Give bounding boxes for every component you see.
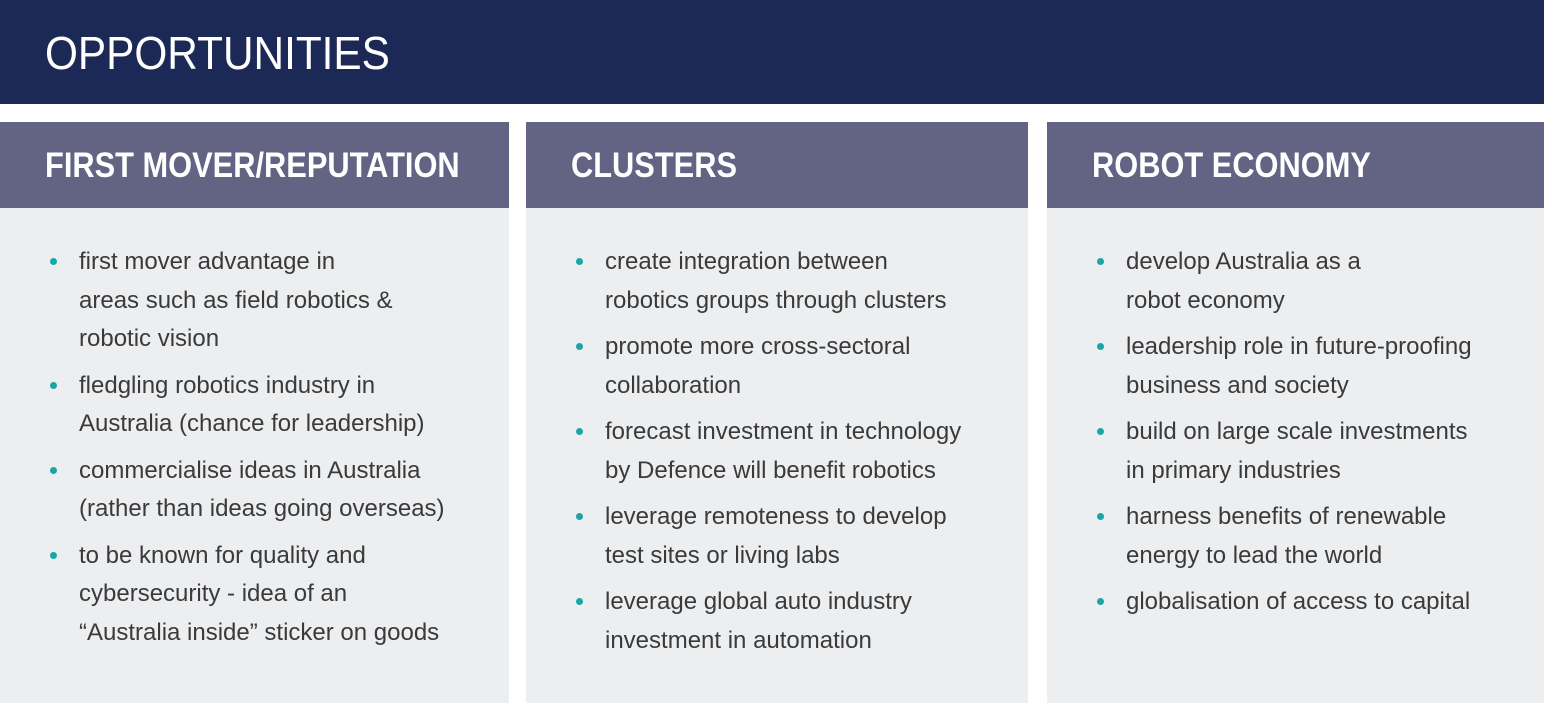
- bullet-icon: [50, 466, 57, 474]
- list-item: build on large scale investments in prim…: [1047, 413, 1544, 490]
- column-first-mover: FIRST MOVER/REPUTATION first mover advan…: [0, 122, 509, 703]
- list-item-text: build on large scale investments in prim…: [1126, 418, 1468, 484]
- bullet-list: first mover advantage in areas such as f…: [0, 208, 509, 652]
- bullet-icon: [576, 258, 583, 265]
- list-item: create integration between robotics grou…: [526, 243, 1028, 320]
- column-heading: CLUSTERS: [571, 146, 737, 185]
- list-item: forecast investment in technology by Def…: [526, 413, 1028, 490]
- list-item: leverage global auto industry investment…: [526, 583, 1028, 660]
- list-item: leverage remoteness to develop test site…: [526, 498, 1028, 575]
- bullet-list: create integration between robotics grou…: [526, 208, 1028, 660]
- list-item: globalisation of access to capital: [1047, 583, 1544, 622]
- bullet-icon: [576, 343, 583, 350]
- list-item-text: leverage global auto industry investment…: [605, 588, 912, 654]
- list-item: to be known for quality and cybersecurit…: [0, 537, 509, 653]
- column-robot-economy: ROBOT ECONOMY develop Australia as a rob…: [1047, 122, 1544, 703]
- list-item-text: develop Australia as a robot economy: [1126, 248, 1361, 314]
- list-item-text: fledgling robotics industry in Australia…: [79, 371, 425, 438]
- bullet-list: develop Australia as a robot economy lead…: [1047, 208, 1544, 622]
- list-item: fledgling robotics industry in Australia…: [0, 367, 509, 444]
- list-item: commercialise ideas in Australia (rather…: [0, 452, 509, 529]
- bullet-icon: [1097, 258, 1104, 265]
- column-clusters: CLUSTERS create integration between robo…: [526, 122, 1028, 703]
- bullet-icon: [1097, 598, 1104, 605]
- bullet-icon: [50, 551, 57, 559]
- bullet-icon: [576, 598, 583, 605]
- bullet-icon: [1097, 343, 1104, 350]
- list-item: harness benefits of renewable energy to …: [1047, 498, 1544, 575]
- column-heading: ROBOT ECONOMY: [1092, 146, 1371, 185]
- bullet-icon: [1097, 428, 1104, 435]
- list-item-text: leverage remoteness to develop test site…: [605, 503, 947, 569]
- bullet-icon: [50, 258, 57, 265]
- bullet-icon: [50, 381, 57, 389]
- list-item-text: first mover advantage in areas such as f…: [79, 248, 393, 352]
- column-heading-bar: CLUSTERS: [526, 122, 1028, 208]
- list-item-text: to be known for quality and cybersecurit…: [79, 541, 440, 646]
- page-title: OPPORTUNITIES: [45, 27, 390, 79]
- list-item: develop Australia as a robot economy: [1047, 243, 1544, 320]
- list-item-text: globalisation of access to capital: [1126, 588, 1471, 615]
- list-item: leadership role in future-proofing busin…: [1047, 328, 1544, 405]
- column-heading-bar: FIRST MOVER/REPUTATION: [0, 122, 509, 208]
- list-item-text: promote more cross-sectoral collaboratio…: [605, 333, 911, 399]
- column-heading: FIRST MOVER/REPUTATION: [45, 146, 460, 185]
- title-bar: OPPORTUNITIES: [0, 0, 1544, 104]
- list-item-text: leadership role in future-proofing busin…: [1126, 333, 1472, 399]
- list-item: promote more cross-sectoral collaboratio…: [526, 328, 1028, 405]
- list-item-text: create integration between robotics grou…: [605, 248, 947, 314]
- list-item-text: harness benefits of renewable energy to …: [1126, 503, 1447, 569]
- bullet-icon: [576, 428, 583, 435]
- column-heading-bar: ROBOT ECONOMY: [1047, 122, 1544, 208]
- list-item-text: commercialise ideas in Australia (rather…: [79, 456, 445, 523]
- bullet-icon: [1097, 513, 1104, 520]
- list-item: first mover advantage in areas such as f…: [0, 243, 509, 359]
- list-item-text: forecast investment in technology by Def…: [605, 418, 962, 484]
- bullet-icon: [576, 513, 583, 520]
